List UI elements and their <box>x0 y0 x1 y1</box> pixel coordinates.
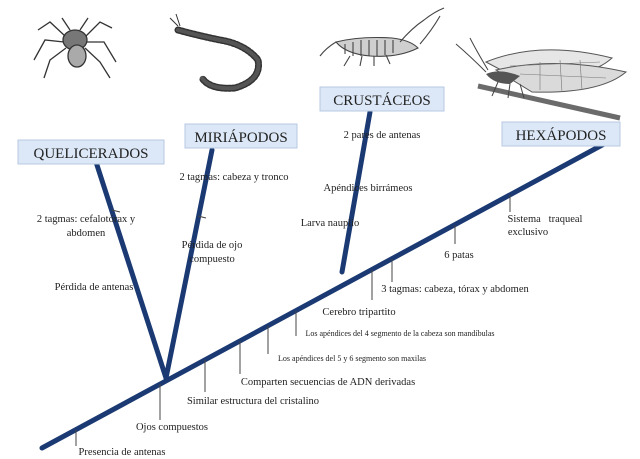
tree-lines <box>39 109 607 451</box>
chelicerate-branch-line <box>93 159 169 381</box>
char-six-legs: 6 patas <box>444 250 473 261</box>
crustacean-biramous: Apéndices birrámeos <box>324 183 413 194</box>
crustacean-branch-line <box>339 109 373 275</box>
chelicerate-antennae-loss: Pérdida de antenas <box>55 282 134 293</box>
tick-myriapod-a <box>197 215 207 219</box>
label-crustaceans-text: CRUSTÁCEOS <box>333 92 431 109</box>
label-chelicerates: QUELICERADOS <box>17 139 165 165</box>
label-crustaceans: CRUSTÁCEOS <box>319 86 445 112</box>
trunk-line <box>39 141 607 451</box>
chelicerate-tagmata-line2: abdomen <box>67 228 106 239</box>
mantis-shrimp-illustration <box>319 7 445 67</box>
crustacean-nauplius: Larva nauplio <box>301 218 360 229</box>
char-antennae-presence: Presencia de antenas <box>79 447 166 458</box>
char-tripartite-brain: Cerebro tripartito <box>322 307 395 318</box>
myriapod-branch-line <box>163 147 215 381</box>
char-crystalline-structure: Similar estructura del cristalino <box>187 396 319 407</box>
char-dna-sequences: Comparten secuencias de ADN derivadas <box>241 377 415 388</box>
char-tracheal-line1: Sistema traqueal <box>508 214 583 225</box>
crustacean-antennae-pairs: 2 pares de antenas <box>344 130 421 141</box>
myriapod-eye-loss-line1: Pérdida de ojo <box>182 240 243 251</box>
trunk-ticks <box>75 195 511 446</box>
label-myriapods: MIRIÁPODOS <box>184 123 298 149</box>
char-segments-5-6: Los apéndices del 5 y 6 segmento son max… <box>278 354 426 363</box>
spider-illustration <box>33 17 117 79</box>
chelicerate-tagmata-line1: 2 tagmas: cefalotórax y <box>37 214 136 225</box>
myriapod-eye-loss-line2: compuesto <box>189 254 235 265</box>
label-chelicerates-text: QUELICERADOS <box>34 146 149 162</box>
lacewing-illustration <box>455 37 628 121</box>
label-hexapods: HEXÁPODOS <box>501 121 621 147</box>
char-compound-eyes: Ojos compuestos <box>136 422 208 433</box>
centipede-illustration <box>169 13 262 92</box>
char-three-tagmata: 3 tagmas: cabeza, tórax y abdomen <box>381 284 529 295</box>
char-segment-4: Los apéndices del 4 segmento de la cabez… <box>305 329 494 338</box>
label-hexapods-text: HEXÁPODOS <box>516 127 607 144</box>
tick-chelicerate-a <box>111 209 121 213</box>
label-myriapods-text: MIRIÁPODOS <box>194 129 287 146</box>
char-tracheal-line2: exclusivo <box>508 227 548 238</box>
myriapod-tagmata: 2 tagmas: cabeza y tronco <box>179 172 288 183</box>
